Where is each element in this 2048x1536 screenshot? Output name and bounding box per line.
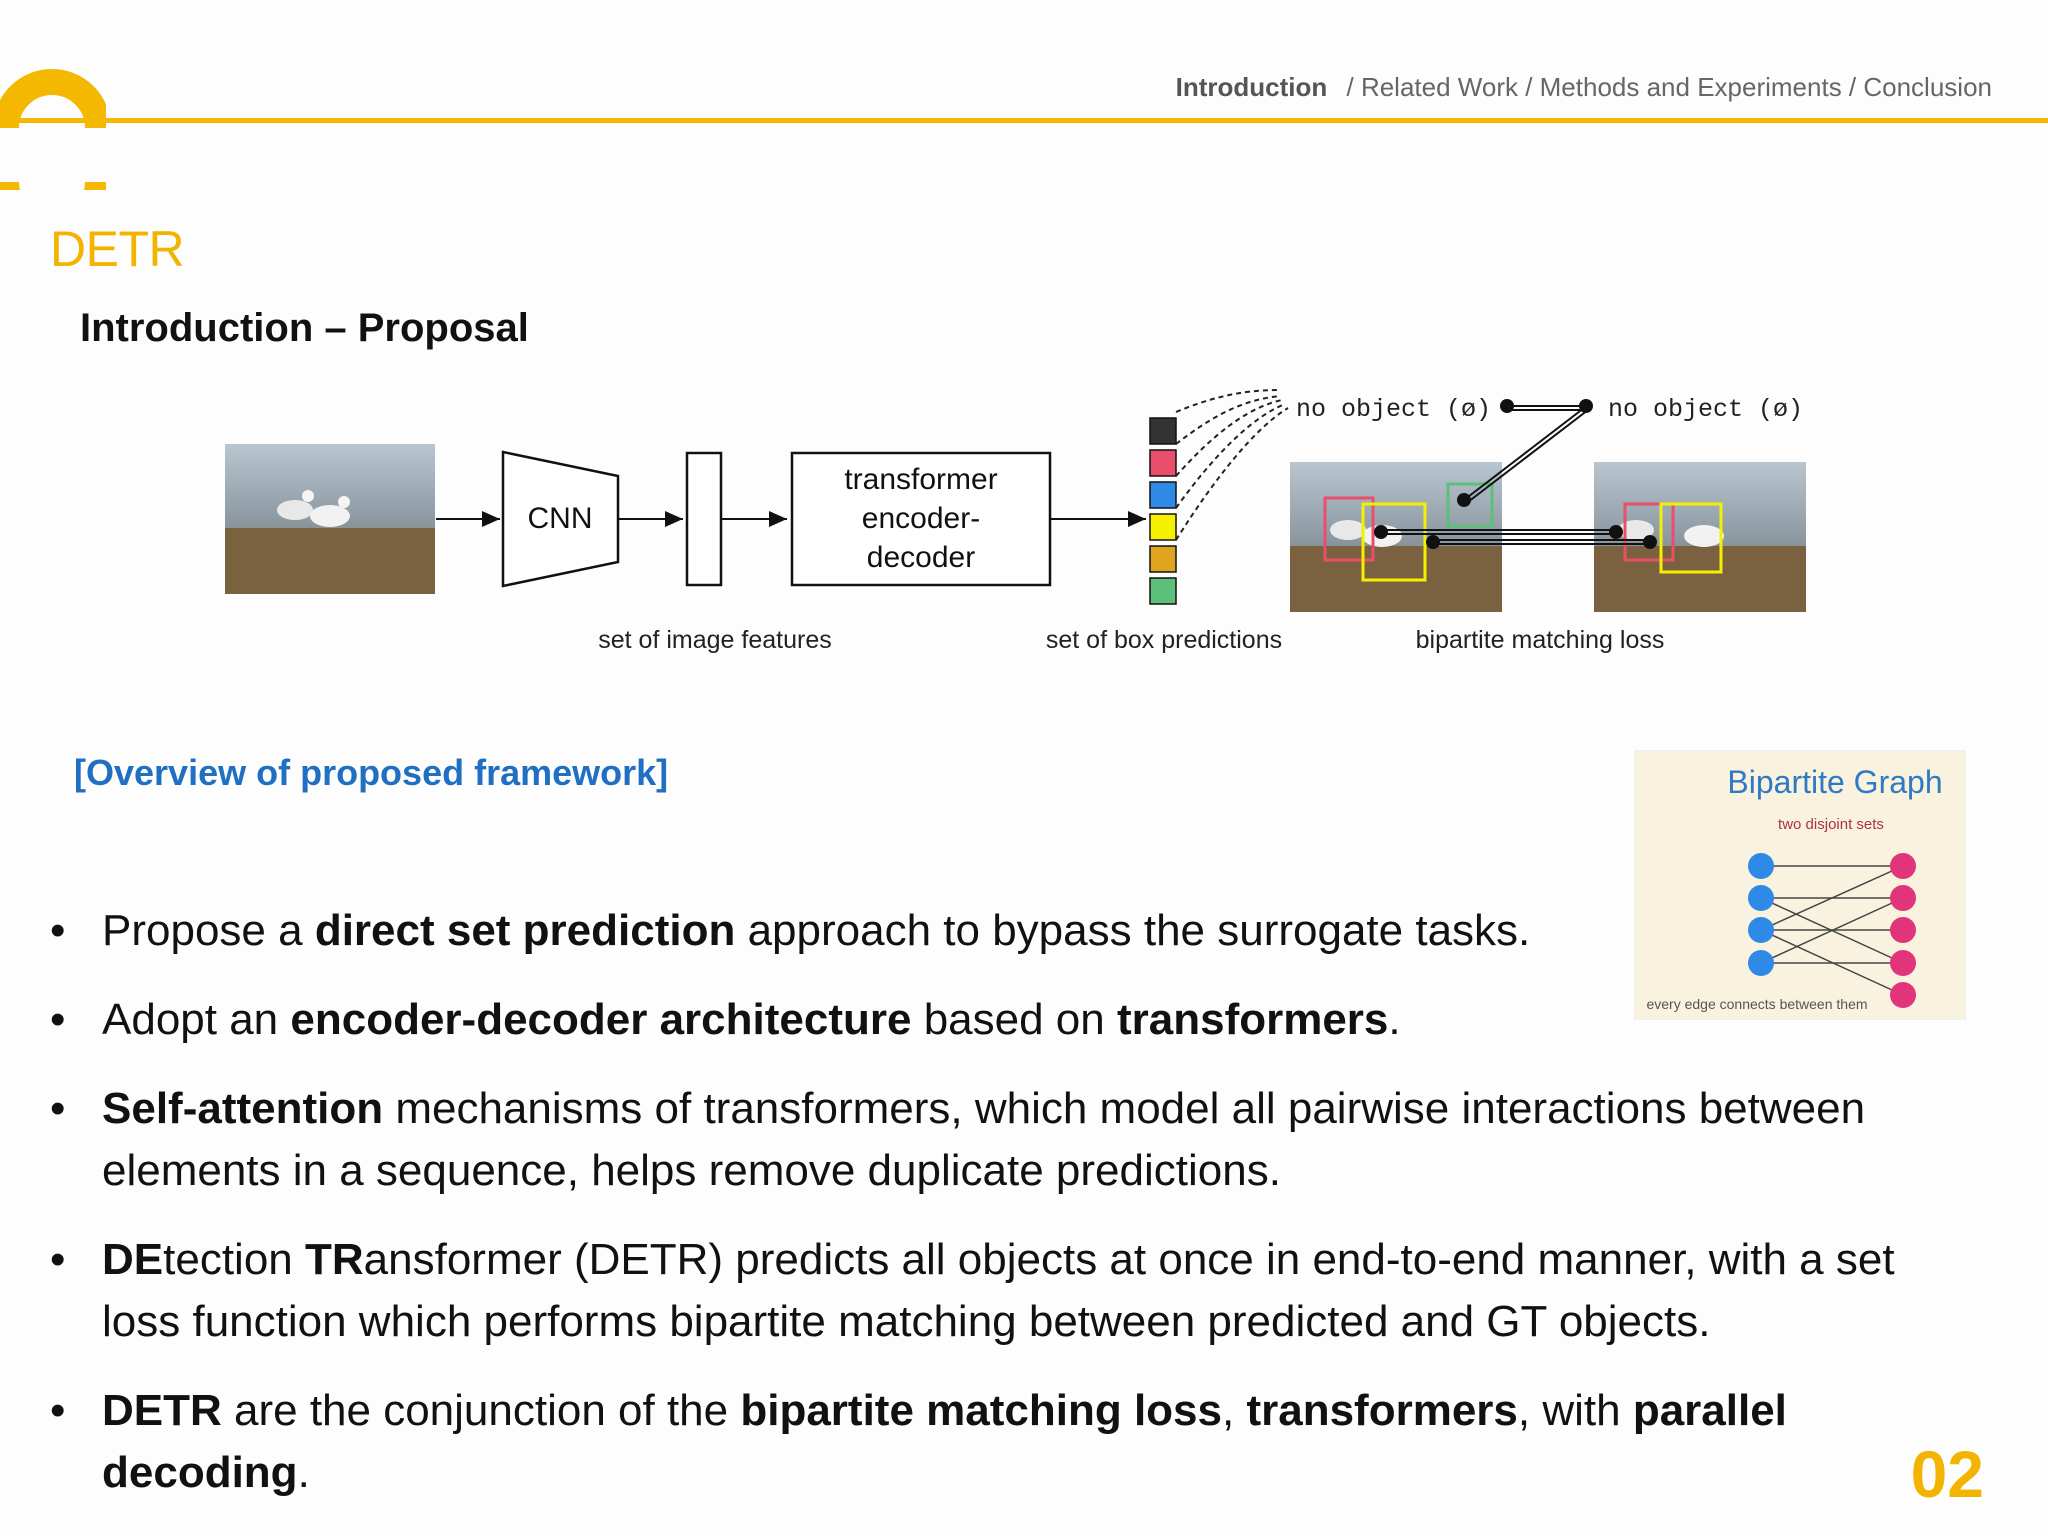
predicted-boxes-image — [1290, 462, 1502, 612]
bullet-text-segment: tection — [163, 1235, 305, 1284]
bullet-text-segment: ansformer (DETR) predicts all objects at… — [102, 1235, 1895, 1346]
bullet-item-4: •DEtection TRansformer (DETR) predicts a… — [50, 1229, 1970, 1353]
bullet-text-segment: are the conjunction of the — [221, 1386, 741, 1435]
bullet-text-segment: DE — [102, 1235, 164, 1284]
prediction-square-5 — [1149, 545, 1177, 573]
no-object-right: no object (ø) — [1608, 395, 1803, 424]
bullet-text-segment: Adopt an — [102, 995, 291, 1044]
box-predictions — [1149, 417, 1177, 605]
transformer-block — [790, 451, 1052, 587]
detr-framework-diagram: CNN transformer encoder- decoder no obje… — [225, 389, 1806, 654]
bullet-item-1: • Propose a direct set prediction approac… — [50, 900, 1970, 962]
page-number: 02 — [1910, 1437, 1984, 1511]
bullet-text-segment: transformers — [1246, 1386, 1518, 1435]
bullet-list: • Propose a direct set prediction approac… — [50, 900, 1970, 1531]
prediction-square-6 — [1149, 577, 1177, 605]
breadcrumb: Introduction / Related Work / Methods an… — [1176, 72, 1992, 103]
bullet-item-3: • Self-attention mechanisms of transforme… — [50, 1078, 1970, 1202]
bullet-text-segment: Propose a — [102, 906, 315, 955]
cnn-label: CNN — [528, 502, 593, 535]
cnn-block — [501, 450, 620, 588]
prediction-square-3 — [1149, 481, 1177, 509]
transformer-label-3: decoder — [867, 541, 975, 574]
bullet-text-segment: Self-attention — [102, 1084, 384, 1133]
bullet-text-segment: approach to bypass the surrogate tasks. — [735, 906, 1531, 955]
bullet-text-segment: , — [1222, 1386, 1247, 1435]
logo-ring-icon — [0, 69, 106, 190]
image-features-block — [685, 451, 723, 587]
bullet-dot: • — [50, 995, 66, 1044]
bullet-text-segment: transformers — [1116, 995, 1389, 1044]
label-bipartite-loss: bipartite matching loss — [1416, 626, 1665, 654]
bullet-dot: • — [50, 1386, 66, 1435]
ground-truth-image — [1594, 462, 1806, 612]
breadcrumb-rest: / Related Work / Methods and Experiments… — [1346, 72, 1993, 102]
input-image-seagulls — [225, 444, 435, 594]
bullet-dot: • — [50, 1084, 66, 1133]
header-divider — [0, 118, 2048, 123]
transformer-label-1: transformer — [844, 463, 997, 496]
figure-caption: [Overview of proposed framework] — [74, 752, 669, 793]
bullet-text-segment: . — [297, 1448, 310, 1497]
label-box-predictions: set of box predictions — [1046, 626, 1282, 654]
prediction-square-4 — [1149, 513, 1177, 541]
bullet-text-segment: TR — [305, 1235, 364, 1284]
bullet-text-segment: direct set prediction — [314, 906, 736, 955]
prediction-square-1 — [1149, 417, 1177, 445]
bullet-text-segment: . — [1388, 995, 1401, 1044]
inset-title: Bipartite Graph — [1727, 764, 1942, 800]
bullet-text-segment: based on — [911, 995, 1117, 1044]
bullet-text-segment: encoder-decoder architecture — [290, 995, 912, 1044]
inset-bottom-note: every edge connects between them — [1646, 996, 1867, 1012]
bullet-text-segment: bipartite matching loss — [740, 1386, 1222, 1435]
bullet-text-segment: mechanisms of transformers, which model … — [102, 1084, 1866, 1195]
bullet-dot: • — [50, 906, 66, 955]
prediction-square-2 — [1149, 449, 1177, 477]
bullet-text-segment: parallel decoding — [102, 1386, 1787, 1497]
bullet-item-2: • Adopt an encoder-decoder architecture b… — [50, 989, 1970, 1051]
bipartite-graph-inset: Bipartite Graph two disjoint sets every … — [1634, 750, 1966, 1020]
no-object-left: no object (ø) — [1296, 395, 1491, 424]
breadcrumb-current: Introduction — [1175, 72, 1328, 102]
page-title: DETR — [50, 221, 185, 277]
bullet-text-segment: , with — [1517, 1386, 1633, 1435]
bullet-text-segment: DETR — [102, 1386, 222, 1435]
section-title: Introduction – Proposal — [80, 306, 529, 350]
bullet-item-5: • DETR are the conjunction of the biparti… — [50, 1380, 1970, 1504]
label-image-features: set of image features — [598, 626, 831, 654]
bullet-dot: • — [50, 1235, 66, 1284]
transformer-label-2: encoder- — [862, 502, 980, 535]
inset-top-note: two disjoint sets — [1778, 816, 1884, 833]
